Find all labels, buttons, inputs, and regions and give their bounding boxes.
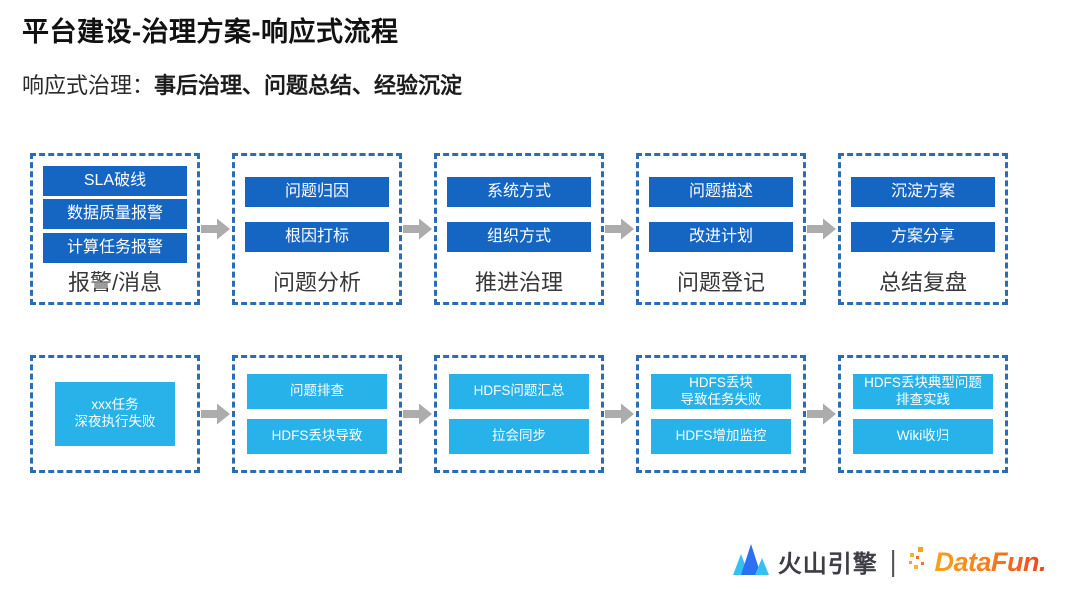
flow-item: 系统方式 bbox=[447, 177, 591, 208]
flow-stage: xxx任务 深夜执行失败 bbox=[30, 355, 200, 473]
flow-item: HDFS丢块导致 bbox=[247, 418, 387, 454]
mountain-icon bbox=[732, 542, 770, 581]
arrow-right-icon bbox=[200, 402, 232, 426]
datafun-wordmark: DataFun. bbox=[934, 546, 1046, 577]
flow-item: Wiki收归 bbox=[853, 418, 993, 454]
flow-item: SLA破线 bbox=[43, 166, 187, 197]
subtitle-prefix: 响应式治理： bbox=[22, 73, 155, 98]
flow-stage: HDFS问题汇总拉会同步 bbox=[434, 355, 604, 473]
flow-item: 拉会同步 bbox=[449, 418, 589, 454]
flow-stage: 问题描述改进计划问题登记 bbox=[636, 153, 806, 305]
flow-item: 组织方式 bbox=[447, 221, 591, 252]
arrow-right-icon bbox=[806, 402, 838, 426]
stage-label: 问题分析 bbox=[272, 269, 361, 295]
flow-item: HDFS丢块典型问题 排查实践 bbox=[853, 374, 993, 410]
flow-item: 问题描述 bbox=[649, 177, 793, 208]
flow-item: 方案分享 bbox=[851, 221, 995, 252]
subtitle: 响应式治理：事后治理、问题总结、经验沉淀 bbox=[22, 68, 462, 100]
flow-stage: 系统方式组织方式推进治理 bbox=[434, 153, 604, 305]
datafun-logo: DataFun. bbox=[908, 545, 1046, 578]
arrow-right-icon bbox=[806, 217, 838, 241]
flow-item: HDFS丢块 导致任务失败 bbox=[651, 374, 791, 410]
flow-item: 问题归因 bbox=[245, 177, 389, 208]
arrow-right-icon bbox=[604, 217, 636, 241]
arrow-right-icon bbox=[402, 402, 434, 426]
footer-logos: 火山引擎 | DataFun. bbox=[732, 541, 1046, 581]
flow-stage: HDFS丢块典型问题 排查实践 Wiki收归 bbox=[838, 355, 1008, 473]
subtitle-emphasis: 事后治理、问题总结、经验沉淀 bbox=[154, 73, 463, 98]
page-title: 平台建设-治理方案-响应式流程 bbox=[22, 17, 399, 47]
stage-label: 推进治理 bbox=[474, 269, 563, 295]
flow-stage: 问题归因根因打标问题分析 bbox=[232, 153, 402, 305]
flow-stage: SLA破线数据质量报警计算任务报警报警/消息 bbox=[30, 153, 200, 305]
dots-pattern-icon bbox=[908, 545, 932, 578]
flow-item: 沉淀方案 bbox=[851, 177, 995, 208]
volcano-engine-wordmark: 火山引擎 bbox=[777, 550, 878, 578]
arrow-right-icon bbox=[402, 217, 434, 241]
flow-item: xxx任务 深夜执行失败 bbox=[54, 382, 176, 446]
stage-label: 总结复盘 bbox=[878, 269, 967, 295]
flow-item: 计算任务报警 bbox=[43, 232, 187, 263]
stage-label: 报警/消息 bbox=[67, 269, 163, 295]
flow-item: 改进计划 bbox=[649, 221, 793, 252]
flow-item: HDFS问题汇总 bbox=[449, 374, 589, 410]
flow-stage: 沉淀方案方案分享总结复盘 bbox=[838, 153, 1008, 305]
flow-row-abstract: SLA破线数据质量报警计算任务报警报警/消息问题归因根因打标问题分析系统方式组织… bbox=[30, 153, 1008, 305]
flow-item: 数据质量报警 bbox=[43, 199, 187, 230]
stage-label: 问题登记 bbox=[676, 269, 765, 295]
volcano-engine-logo: 火山引擎 bbox=[732, 542, 878, 581]
flow-stage: 问题排查 HDFS丢块导致 bbox=[232, 355, 402, 473]
flow-item: 问题排查 bbox=[247, 374, 387, 410]
arrow-right-icon bbox=[200, 217, 232, 241]
footer-separator: | bbox=[889, 543, 897, 577]
flow-item: 根因打标 bbox=[245, 221, 389, 252]
flow-item: HDFS增加监控 bbox=[651, 418, 791, 454]
arrow-right-icon bbox=[604, 402, 636, 426]
flow-stage: HDFS丢块 导致任务失败 HDFS增加监控 bbox=[636, 355, 806, 473]
